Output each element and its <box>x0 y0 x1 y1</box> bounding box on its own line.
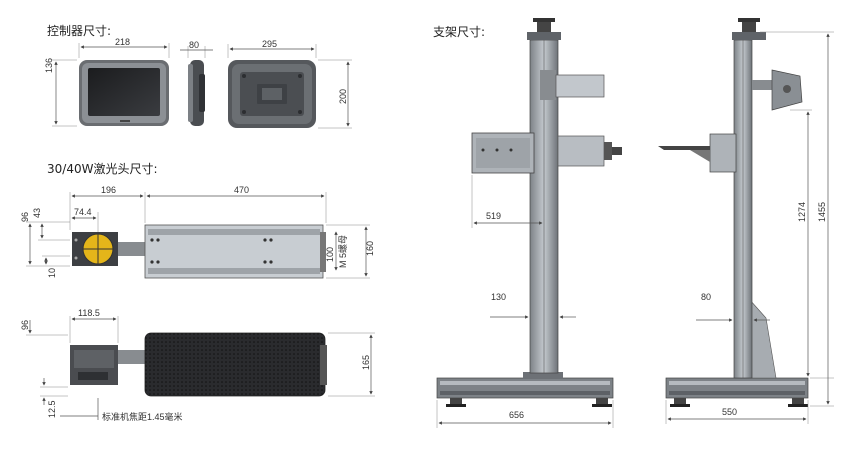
laser-top-470-dim: 470 <box>146 185 327 223</box>
controller-side-depth-dim: 80 <box>180 40 213 58</box>
stand-front-519-dim: 519 <box>471 175 543 228</box>
dim-10: 10 <box>47 268 57 278</box>
stand-side-height-dims: 1274 1455 <box>760 31 834 407</box>
laser-side-12-dim: 12.5 <box>40 378 68 418</box>
laser-top-196-dim: 196 <box>69 185 146 230</box>
stand-side-view <box>658 18 809 407</box>
dim-550: 550 <box>722 407 737 417</box>
laser-top-right-heights: 160 100 M 5螺母 <box>325 224 375 279</box>
controller-front-width-dim: 218 <box>78 37 170 58</box>
controller-back-height-dim: 200 <box>318 59 352 129</box>
dim-12-5: 12.5 <box>47 400 57 418</box>
laser-side-165-dim: 165 <box>328 332 375 397</box>
controller-back-width-dim: 295 <box>227 39 317 58</box>
controller-front-view <box>79 60 169 126</box>
dim-96-top: 96 <box>20 212 30 222</box>
dim-74-4: 74.4 <box>74 207 92 217</box>
focal-note: 标准机焦距1.45毫米 <box>60 398 183 422</box>
laser-head-side-view <box>70 332 327 397</box>
dim-196: 196 <box>101 185 116 195</box>
laser-side-96-dim: 96 <box>20 320 68 336</box>
stand-front-view <box>436 18 622 407</box>
dim-80: 80 <box>189 40 199 50</box>
dim-656: 656 <box>509 410 524 420</box>
dim-80-side: 80 <box>701 292 711 302</box>
focal-length-note: 标准机焦距1.45毫米 <box>102 411 183 422</box>
laser-top-left-heights: 96 43 10 <box>20 208 70 278</box>
laser-top-74-dim: 74.4 <box>71 207 99 232</box>
dim-165: 165 <box>361 355 371 370</box>
stand-side-80-dim: 80 <box>696 292 770 322</box>
dim-96-side: 96 <box>20 320 30 330</box>
dim-136: 136 <box>44 58 54 73</box>
dim-519: 519 <box>486 211 501 221</box>
laser-head-section-title: 30/40W激光头尺寸: <box>47 162 158 176</box>
controller-section-title: 控制器尺寸: <box>47 24 111 38</box>
stand-side-550-dim: 550 <box>665 400 809 424</box>
controller-front-height-dim: 136 <box>44 58 77 127</box>
dim-160: 160 <box>365 241 375 256</box>
dim-118-5: 118.5 <box>78 308 100 318</box>
stand-front-656-dim: 656 <box>436 400 614 428</box>
controller-back-view <box>228 60 316 128</box>
controller-side-view <box>188 60 205 126</box>
stand-section-title: 支架尺寸: <box>433 25 485 39</box>
dim-1274: 1274 <box>797 202 807 222</box>
dim-295: 295 <box>262 39 277 49</box>
dim-100: 100 <box>325 247 335 262</box>
laser-head-top-view <box>72 224 326 279</box>
laser-side-118-dim: 118.5 <box>69 308 119 343</box>
stand-front-130-dim: 130 <box>490 292 576 319</box>
dim-200: 200 <box>338 89 348 104</box>
dim-470: 470 <box>234 185 249 195</box>
dim-218: 218 <box>115 37 130 47</box>
m5-nut-label: M 5螺母 <box>338 235 348 268</box>
dim-130: 130 <box>491 292 506 302</box>
dim-43: 43 <box>32 208 42 218</box>
dim-1455: 1455 <box>817 202 827 222</box>
